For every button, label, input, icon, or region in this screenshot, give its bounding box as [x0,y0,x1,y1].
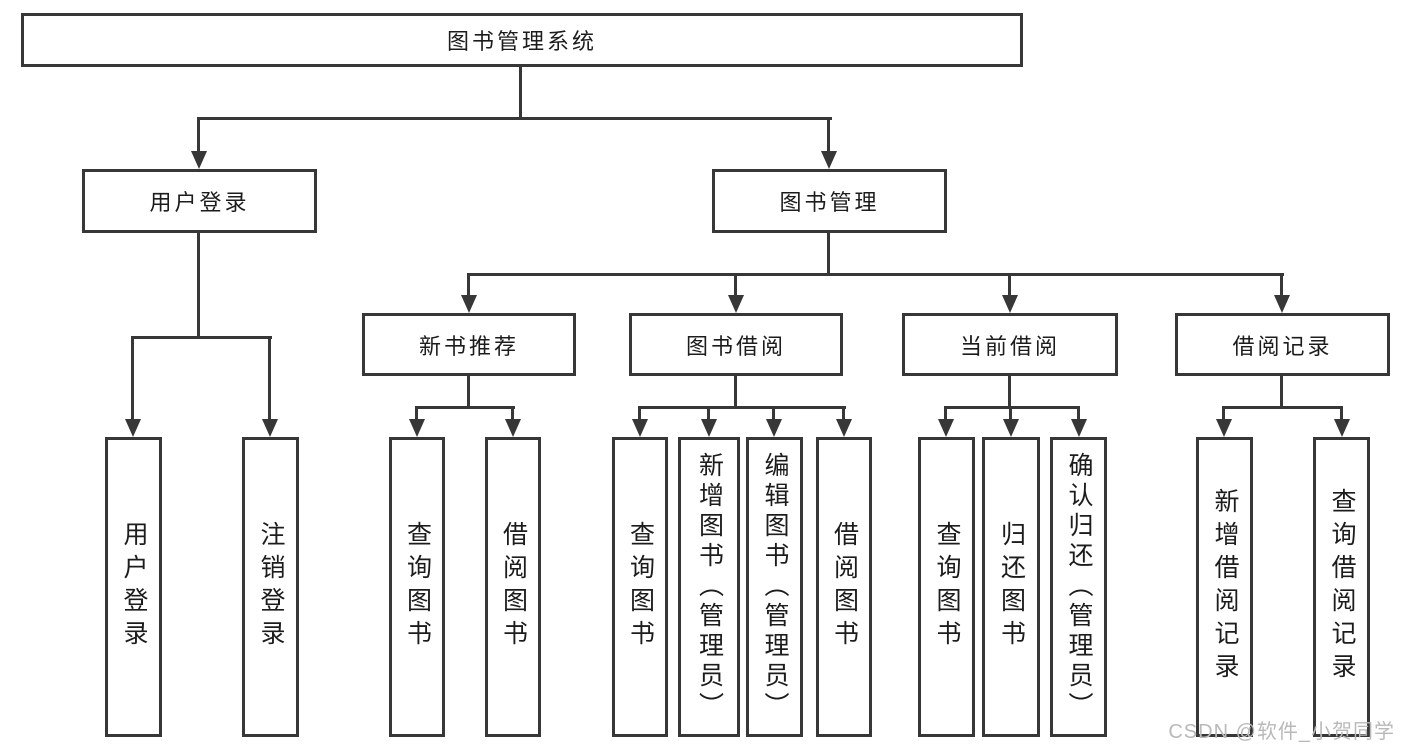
connector-line [638,406,641,421]
arrow-down-icon [1071,419,1087,437]
arrow-down-icon [836,419,852,437]
connector-line [827,117,830,153]
connector-line [415,406,418,421]
watermark: CSDN @软件_小贺同学 [1168,721,1395,743]
node-leaf-query-books-borrowing: 查询图书 [612,437,668,737]
connector-line [1222,406,1225,421]
node-label: 图书管理 [779,190,880,215]
node-label: 借阅记录 [1232,333,1333,359]
node-label: 新增图书（管理员） [695,452,724,722]
connector-line [827,231,830,275]
arrow-down-icon [461,295,477,313]
node-leaf-query-borrow-record: 查询借阅记录 [1313,437,1370,737]
connector-line [197,117,832,120]
arrow-down-icon [632,419,648,437]
node-book-borrowing: 图书借阅 [629,313,843,376]
connector-line [1077,406,1080,421]
connector-line [131,336,134,421]
arrow-down-icon [505,419,521,437]
connector-line [197,117,200,153]
node-label: 用户登录 [149,190,250,215]
connector-line [1008,375,1011,408]
node-book-management: 图书管理 [712,169,947,233]
node-label: 编辑图书（管理员） [761,452,789,722]
connector-line [131,336,272,339]
arrow-down-icon [125,419,141,437]
node-label: 新书推荐 [418,333,519,359]
arrow-down-icon [409,419,425,437]
connector-line [944,406,1080,409]
connector-line [944,406,947,421]
node-leaf-user-login: 用户登录 [105,437,162,737]
node-label: 用户登录 [120,521,148,653]
arrow-down-icon [821,151,837,169]
connector-line [467,273,470,297]
node-leaf-edit-book-admin: 编辑图书（管理员） [746,437,803,737]
node-label: 图书借阅 [685,333,786,359]
connector-line [511,406,514,421]
connector-line [415,406,515,409]
arrow-down-icon [766,419,782,437]
node-label: 查询借阅记录 [1328,488,1356,686]
arrow-down-icon [1216,419,1232,437]
connector-line [268,336,271,421]
node-leaf-logout: 注销登录 [242,437,299,737]
connector-line [1008,273,1011,297]
node-label: 借阅图书 [830,521,859,653]
node-label: 借阅图书 [499,521,528,653]
arrow-down-icon [1334,419,1350,437]
node-label: 图书管理系统 [446,29,597,54]
connector-line [197,232,200,339]
node-leaf-confirm-return-admin: 确认归还（管理员） [1050,437,1107,737]
connector-line [1340,406,1343,421]
node-leaf-add-book-admin: 新增图书（管理员） [678,437,740,737]
connector-line [734,375,737,408]
node-leaf-return-book: 归还图书 [982,437,1040,737]
arrow-down-icon [262,419,278,437]
connector-line [519,66,522,120]
arrow-down-icon [728,295,744,313]
node-label: 新增借阅记录 [1211,488,1239,686]
node-leaf-borrow-books-borrowing: 借阅图书 [816,437,872,737]
connector-line [1280,375,1283,408]
connector-line [772,406,775,421]
node-library-system: 图书管理系统 [21,13,1023,67]
node-leaf-query-books-recommend: 查询图书 [389,437,445,737]
connector-line [734,273,737,297]
connector-line [1222,406,1343,409]
node-new-book-recommend: 新书推荐 [362,313,576,376]
node-label: 注销登录 [257,521,285,653]
node-label: 查询图书 [626,521,655,653]
arrow-down-icon [1274,295,1290,313]
node-borrowing-records: 借阅记录 [1175,313,1390,376]
arrow-down-icon [701,419,717,437]
connector-line [638,406,846,409]
arrow-down-icon [191,151,207,169]
connector-line [1009,406,1012,421]
connector-line [1280,273,1283,297]
node-label: 查询图书 [933,521,961,653]
node-leaf-query-books-current: 查询图书 [918,437,975,737]
connector-line [707,406,710,421]
node-leaf-add-borrow-record: 新增借阅记录 [1196,437,1253,737]
arrow-down-icon [1003,419,1019,437]
node-label: 归还图书 [997,521,1026,653]
node-user-login: 用户登录 [82,169,317,233]
connector-line [467,375,470,408]
connector-line [842,406,845,421]
arrow-down-icon [1002,295,1018,313]
connector-line [467,273,1284,276]
node-label: 当前借阅 [959,333,1060,359]
node-leaf-borrow-books-recommend: 借阅图书 [485,437,541,737]
node-label: 查询图书 [403,521,432,653]
arrow-down-icon [938,419,954,437]
node-current-borrowing: 当前借阅 [902,313,1118,376]
node-label: 确认归还（管理员） [1065,452,1093,722]
